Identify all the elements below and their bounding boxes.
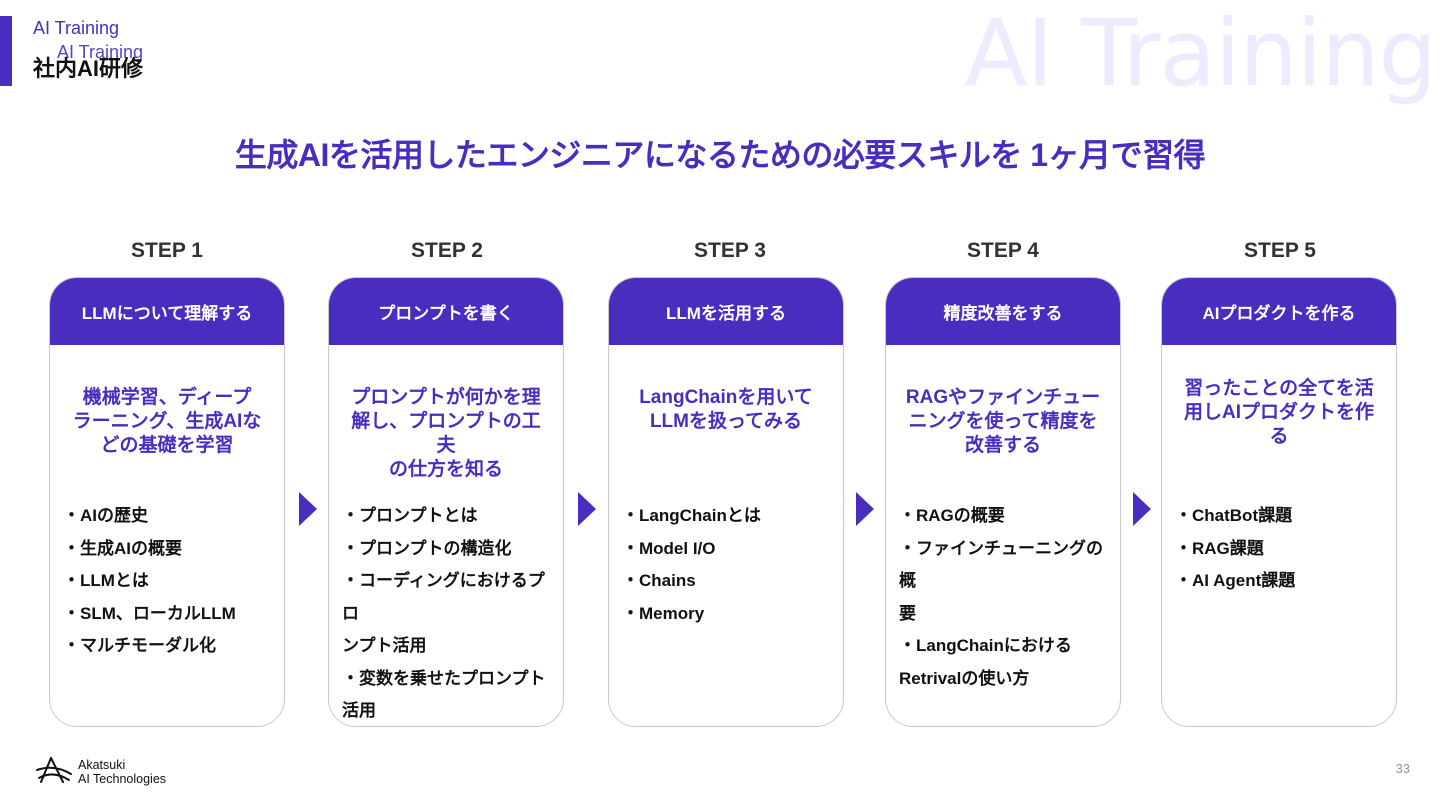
summary-line: RAGやファインチュー — [905, 387, 1101, 408]
step-2-card: プロンプトを書く プロンプトが何かを理 解し、プロンプトの工夫 の仕方を知る ・… — [328, 277, 564, 727]
summary-line: どの基礎を学習 — [100, 435, 234, 456]
list-item: ・LLMとは — [63, 571, 149, 590]
step-4-list: ・RAGの概要 ・ファインチューニングの概 要 ・LangChainにおける R… — [899, 500, 1110, 695]
step-1-card: LLMについて理解する 機械学習、ディープ ラーニング、生成AIな どの基礎を学… — [49, 277, 285, 727]
list-item: ・Model I/O — [622, 538, 716, 558]
step-3-list: ・LangChainとは ・Model I/O ・Chains ・Memory — [622, 500, 833, 630]
list-item: ・プロンプトとは — [342, 506, 478, 525]
step-5-summary: 習ったことの全てを活 用しAIプロダクトを作 る — [1178, 377, 1380, 449]
step-1-heading: LLMについて理解する — [50, 278, 284, 345]
company-logo-text: Akatsuki AI Technologies — [78, 758, 166, 786]
step-5-card: AIプロダクトを作る 習ったことの全てを活 用しAIプロダクトを作 る ・Cha… — [1161, 277, 1397, 727]
summary-line: ラーニング、生成AIな — [72, 411, 262, 432]
list-item: ・コーディングにおけるプロ — [342, 571, 545, 623]
slide-main-title: 生成AIを活用したエンジニアになるための必要スキルを 1ヶ月で習得 — [234, 137, 1206, 173]
step-3-summary: LangChainを用いて LLMを扱ってみる — [625, 386, 827, 434]
list-item: ・RAG課題 — [1175, 538, 1264, 558]
arrow-right-icon — [856, 492, 874, 526]
step-4-card: 精度改善をする RAGやファインチュー ニングを使って精度を 改善する ・RAG… — [885, 277, 1121, 727]
list-item: 要 — [899, 603, 916, 623]
logo-line-2: AI Technologies — [78, 772, 167, 786]
list-item: ・Memory — [622, 603, 705, 623]
summary-line: 解し、プロンプトの工夫 — [351, 411, 541, 456]
arrow-right-icon — [578, 492, 596, 526]
header-subtitle: AI Training — [33, 18, 120, 38]
header-subtitle-overlap: AI Training — [57, 42, 144, 62]
list-item: ・SLM、ローカルLLM — [63, 603, 236, 623]
step-3-label: STEP 3 — [694, 239, 766, 262]
step-1-summary: 機械学習、ディープ ラーニング、生成AIな どの基礎を学習 — [66, 386, 268, 458]
step-3-heading: LLMを活用する — [609, 278, 843, 345]
summary-line: る — [1269, 426, 1289, 447]
step-2-heading: プロンプトを書く — [329, 278, 563, 345]
logo-line-1: Akatsuki — [78, 758, 126, 772]
list-item: ・LangChainにおける — [899, 636, 1072, 655]
list-item: ・生成AIの概要 — [63, 538, 182, 558]
summary-line: ニングを使って精度を — [908, 411, 1098, 432]
summary-line: 機械学習、ディープ — [82, 387, 252, 408]
list-item: ・Chains — [622, 571, 696, 590]
step-4-label: STEP 4 — [967, 239, 1039, 262]
arrow-right-icon — [1133, 492, 1151, 526]
list-item: ・LangChainとは — [622, 506, 761, 525]
step-2-label: STEP 2 — [411, 239, 483, 262]
step-1-label: STEP 1 — [131, 239, 203, 262]
summary-line: LLMを扱ってみる — [649, 411, 803, 432]
list-item: ンプト活用 — [342, 636, 427, 655]
step-5-list: ・ChatBot課題 ・RAG課題 ・AI Agent課題 — [1175, 500, 1386, 598]
list-item: 活用 — [342, 701, 376, 720]
list-item: ・マルチモーダル化 — [63, 636, 216, 655]
arrow-right-icon — [299, 492, 317, 526]
summary-line: 習ったことの全てを活 — [1184, 378, 1374, 399]
list-item: ・AIの歴史 — [63, 506, 148, 525]
step-1-list: ・AIの歴史 ・生成AIの概要 ・LLMとは ・SLM、ローカルLLM ・マルチ… — [63, 500, 274, 663]
list-item: ・ChatBot課題 — [1175, 506, 1293, 525]
header-accent-bar — [0, 16, 12, 86]
step-3-card: LLMを活用する LangChainを用いて LLMを扱ってみる ・LangCh… — [608, 277, 844, 727]
summary-line: LangChainを用いて — [639, 387, 813, 408]
list-item: ・RAGの概要 — [899, 506, 1005, 525]
step-5-heading: AIプロダクトを作る — [1162, 278, 1396, 345]
akatsuki-logo-icon — [36, 757, 72, 783]
summary-line: 改善する — [964, 435, 1041, 456]
step-4-heading: 精度改善をする — [886, 278, 1120, 345]
step-2-list: ・プロンプトとは ・プロンプトの構造化 ・コーディングにおけるプロ ンプト活用 … — [342, 500, 553, 726]
step-2-summary: プロンプトが何かを理 解し、プロンプトの工夫 の仕方を知る — [345, 386, 547, 482]
header-title: 社内AI研修 — [33, 56, 144, 81]
summary-line: の仕方を知る — [388, 459, 503, 480]
watermark-text: AI Training — [964, 0, 1437, 107]
step-5-label: STEP 5 — [1244, 239, 1316, 262]
page-number: 33 — [1395, 761, 1410, 776]
list-item: ・AI Agent課題 — [1175, 571, 1296, 590]
list-item: ・プロンプトの構造化 — [342, 538, 512, 558]
step-4-summary: RAGやファインチュー ニングを使って精度を 改善する — [902, 386, 1104, 458]
summary-line: 用しAIプロダクトを作 — [1183, 402, 1374, 423]
summary-line: プロンプトが何かを理 — [351, 387, 541, 408]
list-item: ・ファインチューニングの概 — [899, 538, 1103, 591]
list-item: ・変数を乗せたプロンプト — [342, 668, 546, 688]
list-item: Retrivalの使い方 — [899, 668, 1030, 688]
